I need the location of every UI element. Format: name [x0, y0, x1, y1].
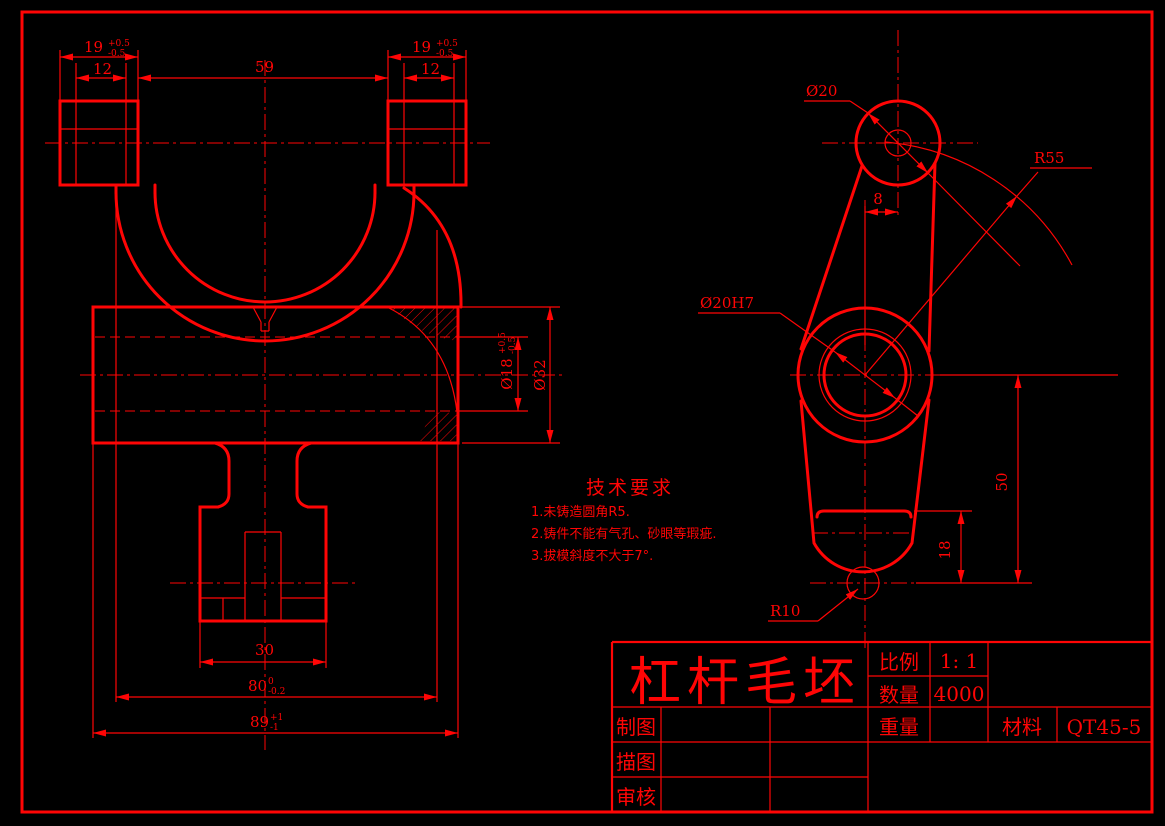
material-label: 材料 [1002, 715, 1042, 739]
dim-label-59: 59 [255, 58, 274, 76]
dim-80-tol-upper: 0 [268, 677, 274, 687]
dim-80: 80 0 -0.2 [115, 200, 438, 702]
weight-label: 重量 [879, 715, 919, 739]
tech-requirements-heading: 技术要求 [586, 477, 674, 499]
dim-label-12-right: 12 [421, 60, 440, 78]
dim-bore18-tol-lower: -0.5 [508, 336, 518, 354]
dim-d20: Ø20 [804, 82, 1021, 267]
dim-19-right-tol-lower: -0.5 [436, 49, 454, 59]
hatch-bottom [420, 412, 457, 441]
dim-label-18: 18 [936, 540, 954, 559]
dim-label-d20: Ø20 [806, 82, 837, 100]
checked-by-label: 审核 [616, 785, 656, 809]
gate-funnel [252, 306, 278, 332]
r55-leader [1016, 167, 1092, 197]
stem-left-fillet [213, 441, 231, 509]
bottom-hole-circle [846, 566, 880, 600]
dim-label-bore18: Ø18 [498, 358, 516, 389]
dim-89: 89 +1 -1 [92, 443, 459, 738]
dim-label-30: 30 [255, 641, 274, 659]
dim-80-tol-lower: -0.2 [268, 687, 285, 697]
arm-right-edge-upper [927, 161, 937, 353]
dim-89-tol-upper: +1 [270, 713, 283, 723]
traced-by-label: 描图 [616, 750, 656, 774]
sheet-border-frame [20, 10, 1154, 814]
r55-radius-line [864, 195, 1018, 376]
left-boss-outline [58, 99, 140, 187]
fork-inner-arc [153, 190, 377, 304]
tech-requirement-item-1: 1.未铸造圆角R5. [531, 504, 630, 520]
dim-59: 59 [138, 58, 388, 82]
dim-label-d20h7: Ø20H7 [700, 294, 754, 312]
hidden-bore-lines [95, 336, 457, 412]
part-title: 杠杆毛坯 [629, 653, 861, 713]
material-value: QT45-5 [1067, 715, 1142, 739]
dim-12-left: 12 [75, 60, 127, 185]
dim-d20h7: Ø20H7 [698, 294, 919, 417]
dim-bore-18: Ø18 +0.5 -0.5 [458, 332, 528, 412]
dim-50: 50 [916, 374, 1118, 584]
scale-value: 1: 1 [940, 649, 979, 673]
dim-label-89: 89 [250, 713, 269, 731]
title-block-vertical-dividers [660, 642, 1058, 812]
dim-18: 18 [914, 510, 972, 583]
dim-19-left-tol-upper: +0.5 [108, 39, 130, 49]
tech-requirements: 技术要求 1.未铸造圆角R5. 2.铸件不能有气孔、砂眼等瑕疵. 3.拔模斜度不… [531, 477, 717, 564]
base-slot [244, 531, 282, 621]
dim-89-tol-lower: -1 [270, 723, 279, 733]
dim-8: 8 [864, 190, 898, 345]
dim-label-50: 50 [993, 472, 1011, 491]
scale-label: 比例 [879, 650, 919, 674]
top-boss-circle [854, 99, 942, 187]
title-block-border [610, 640, 1152, 812]
dim-19-right: 19 +0.5 -0.5 [387, 38, 467, 101]
dim-12-right: 12 [403, 60, 455, 185]
title-block-horizontal-dividers [612, 675, 1152, 778]
drawn-by-label: 制图 [616, 715, 656, 739]
dim-label-19-left: 19 [84, 38, 103, 56]
dim-bore18-tol-upper: +0.5 [498, 332, 508, 354]
quantity-label: 数量 [879, 683, 919, 707]
fork-outer-arc [114, 190, 416, 343]
base-inner-edges [200, 597, 326, 621]
right-wing-curve [402, 186, 463, 309]
arm-lower-outline [799, 398, 931, 574]
stem-right-fillet [295, 441, 313, 509]
quantity-value: 4000 [934, 682, 985, 706]
dim-19-right-tol-upper: +0.5 [436, 39, 458, 49]
fork-arc-stubs [114, 183, 416, 195]
dim-19-left-tol-lower: -0.5 [108, 49, 126, 59]
title-block: 杠杆毛坯 比例 1: 1 数量 4000 制图 描图 审核 重量 材料 QT45… [610, 640, 1152, 812]
dim-label-r55: R55 [1034, 149, 1064, 167]
arm-left-edge-upper [799, 164, 864, 351]
dim-label-19-right: 19 [412, 38, 431, 56]
right-boss-outline [386, 99, 468, 187]
base-block-outline [198, 505, 328, 623]
dim-label-8: 8 [873, 190, 883, 208]
tech-requirement-item-3: 3.拔模斜度不大于7°. [531, 548, 653, 564]
dim-label-12-left: 12 [93, 60, 112, 78]
tech-requirement-item-2: 2.铸件不能有气孔、砂眼等瑕疵. [531, 526, 717, 542]
dim-r10: R10 [768, 588, 859, 622]
bottom-flat-edge [815, 509, 913, 519]
side-view: R55 Ø20 Ø20H7 8 50 [698, 30, 1118, 652]
dim-label-r10: R10 [770, 602, 800, 620]
dim-outer-32: Ø32 [462, 306, 560, 444]
front-view: 19 +0.5 -0.5 12 59 19 +0.5 -0.5 12 [45, 38, 565, 750]
hatch-top [390, 308, 457, 341]
cylinder-outline [91, 305, 460, 445]
dim-label-outer32: Ø32 [531, 359, 549, 390]
dim-30: 30 [199, 621, 327, 668]
dim-label-80: 80 [248, 677, 267, 695]
